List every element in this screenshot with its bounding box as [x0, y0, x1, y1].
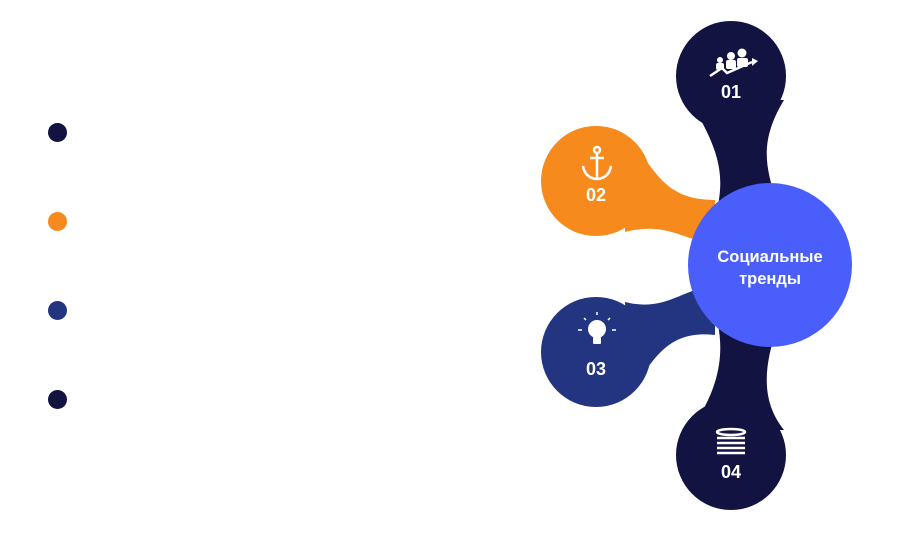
node-01-number: 01 [721, 82, 741, 102]
team-growth-icon [709, 48, 758, 78]
lightbulb-icon [578, 312, 616, 344]
database-icon [715, 427, 747, 455]
node-04-number: 04 [721, 462, 741, 482]
legend-dot-4 [48, 390, 67, 409]
node-03[interactable]: 03 [541, 297, 651, 407]
legend-dot-1 [48, 123, 67, 142]
node-01[interactable]: 01 [676, 21, 786, 131]
node-02[interactable]: 02 [541, 126, 651, 236]
anchor-icon [581, 145, 613, 181]
center-label-line1: Социальные [717, 248, 822, 266]
connector-02 [625, 135, 715, 245]
center-circle: Социальные тренды [688, 183, 852, 347]
center-label-line2: тренды [739, 270, 801, 288]
node-02-number: 02 [586, 185, 606, 205]
legend-dot-3 [48, 301, 67, 320]
node-03-number: 03 [586, 359, 606, 379]
node-04[interactable]: 04 [676, 400, 786, 510]
legend-dot-2 [48, 212, 67, 231]
